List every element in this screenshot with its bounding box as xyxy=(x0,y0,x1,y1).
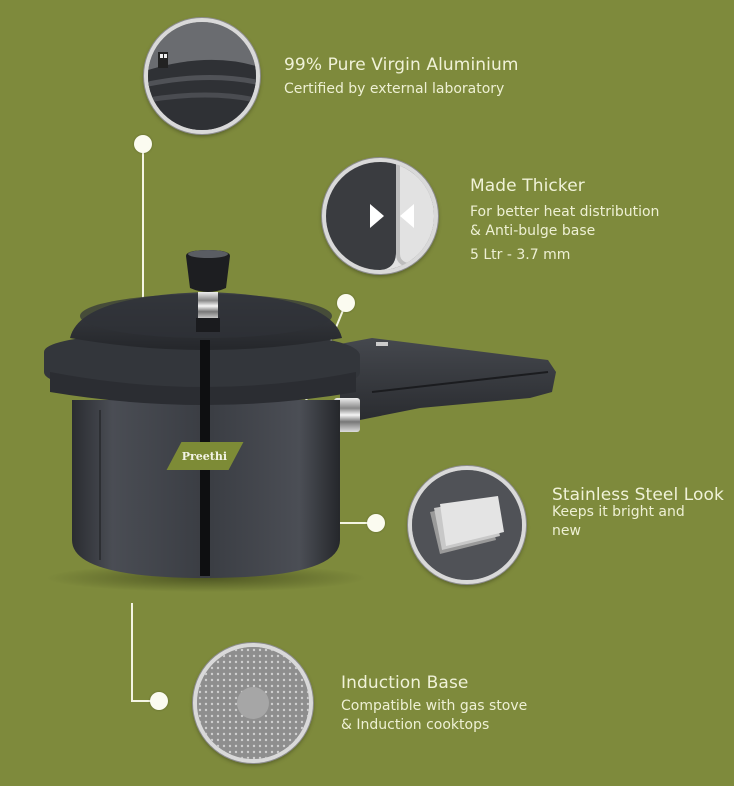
feature-description: Compatible with gas stove xyxy=(341,698,528,714)
feature-connector-dot xyxy=(337,294,355,312)
feature-connector-dot xyxy=(150,692,168,710)
induction-base-icon xyxy=(193,643,313,763)
feature-title: Induction Base xyxy=(341,673,469,693)
feature-title: Stainless Steel Look xyxy=(552,485,724,505)
steel-sheets-icon xyxy=(408,466,526,584)
feature-description: Keeps it bright and xyxy=(552,504,685,520)
aluminium-cross-section-icon xyxy=(144,18,260,134)
feature-description: new xyxy=(552,523,581,539)
feature-description: Certified by external laboratory xyxy=(284,81,505,97)
feature-connector-dot xyxy=(367,514,385,532)
feature-description: 5 Ltr - 3.7 mm xyxy=(470,247,571,263)
feature-description: & Induction cooktops xyxy=(341,717,490,733)
feature-title: Made Thicker xyxy=(470,176,585,196)
feature-description: & Anti-bulge base xyxy=(470,223,596,239)
thickness-arrows-icon xyxy=(322,158,438,274)
feature-connector-dot xyxy=(134,135,152,153)
feature-description: For better heat distribution xyxy=(470,204,660,220)
brand-logo-text: Preethi xyxy=(182,449,228,463)
feature-title: 99% Pure Virgin Aluminium xyxy=(284,55,519,75)
